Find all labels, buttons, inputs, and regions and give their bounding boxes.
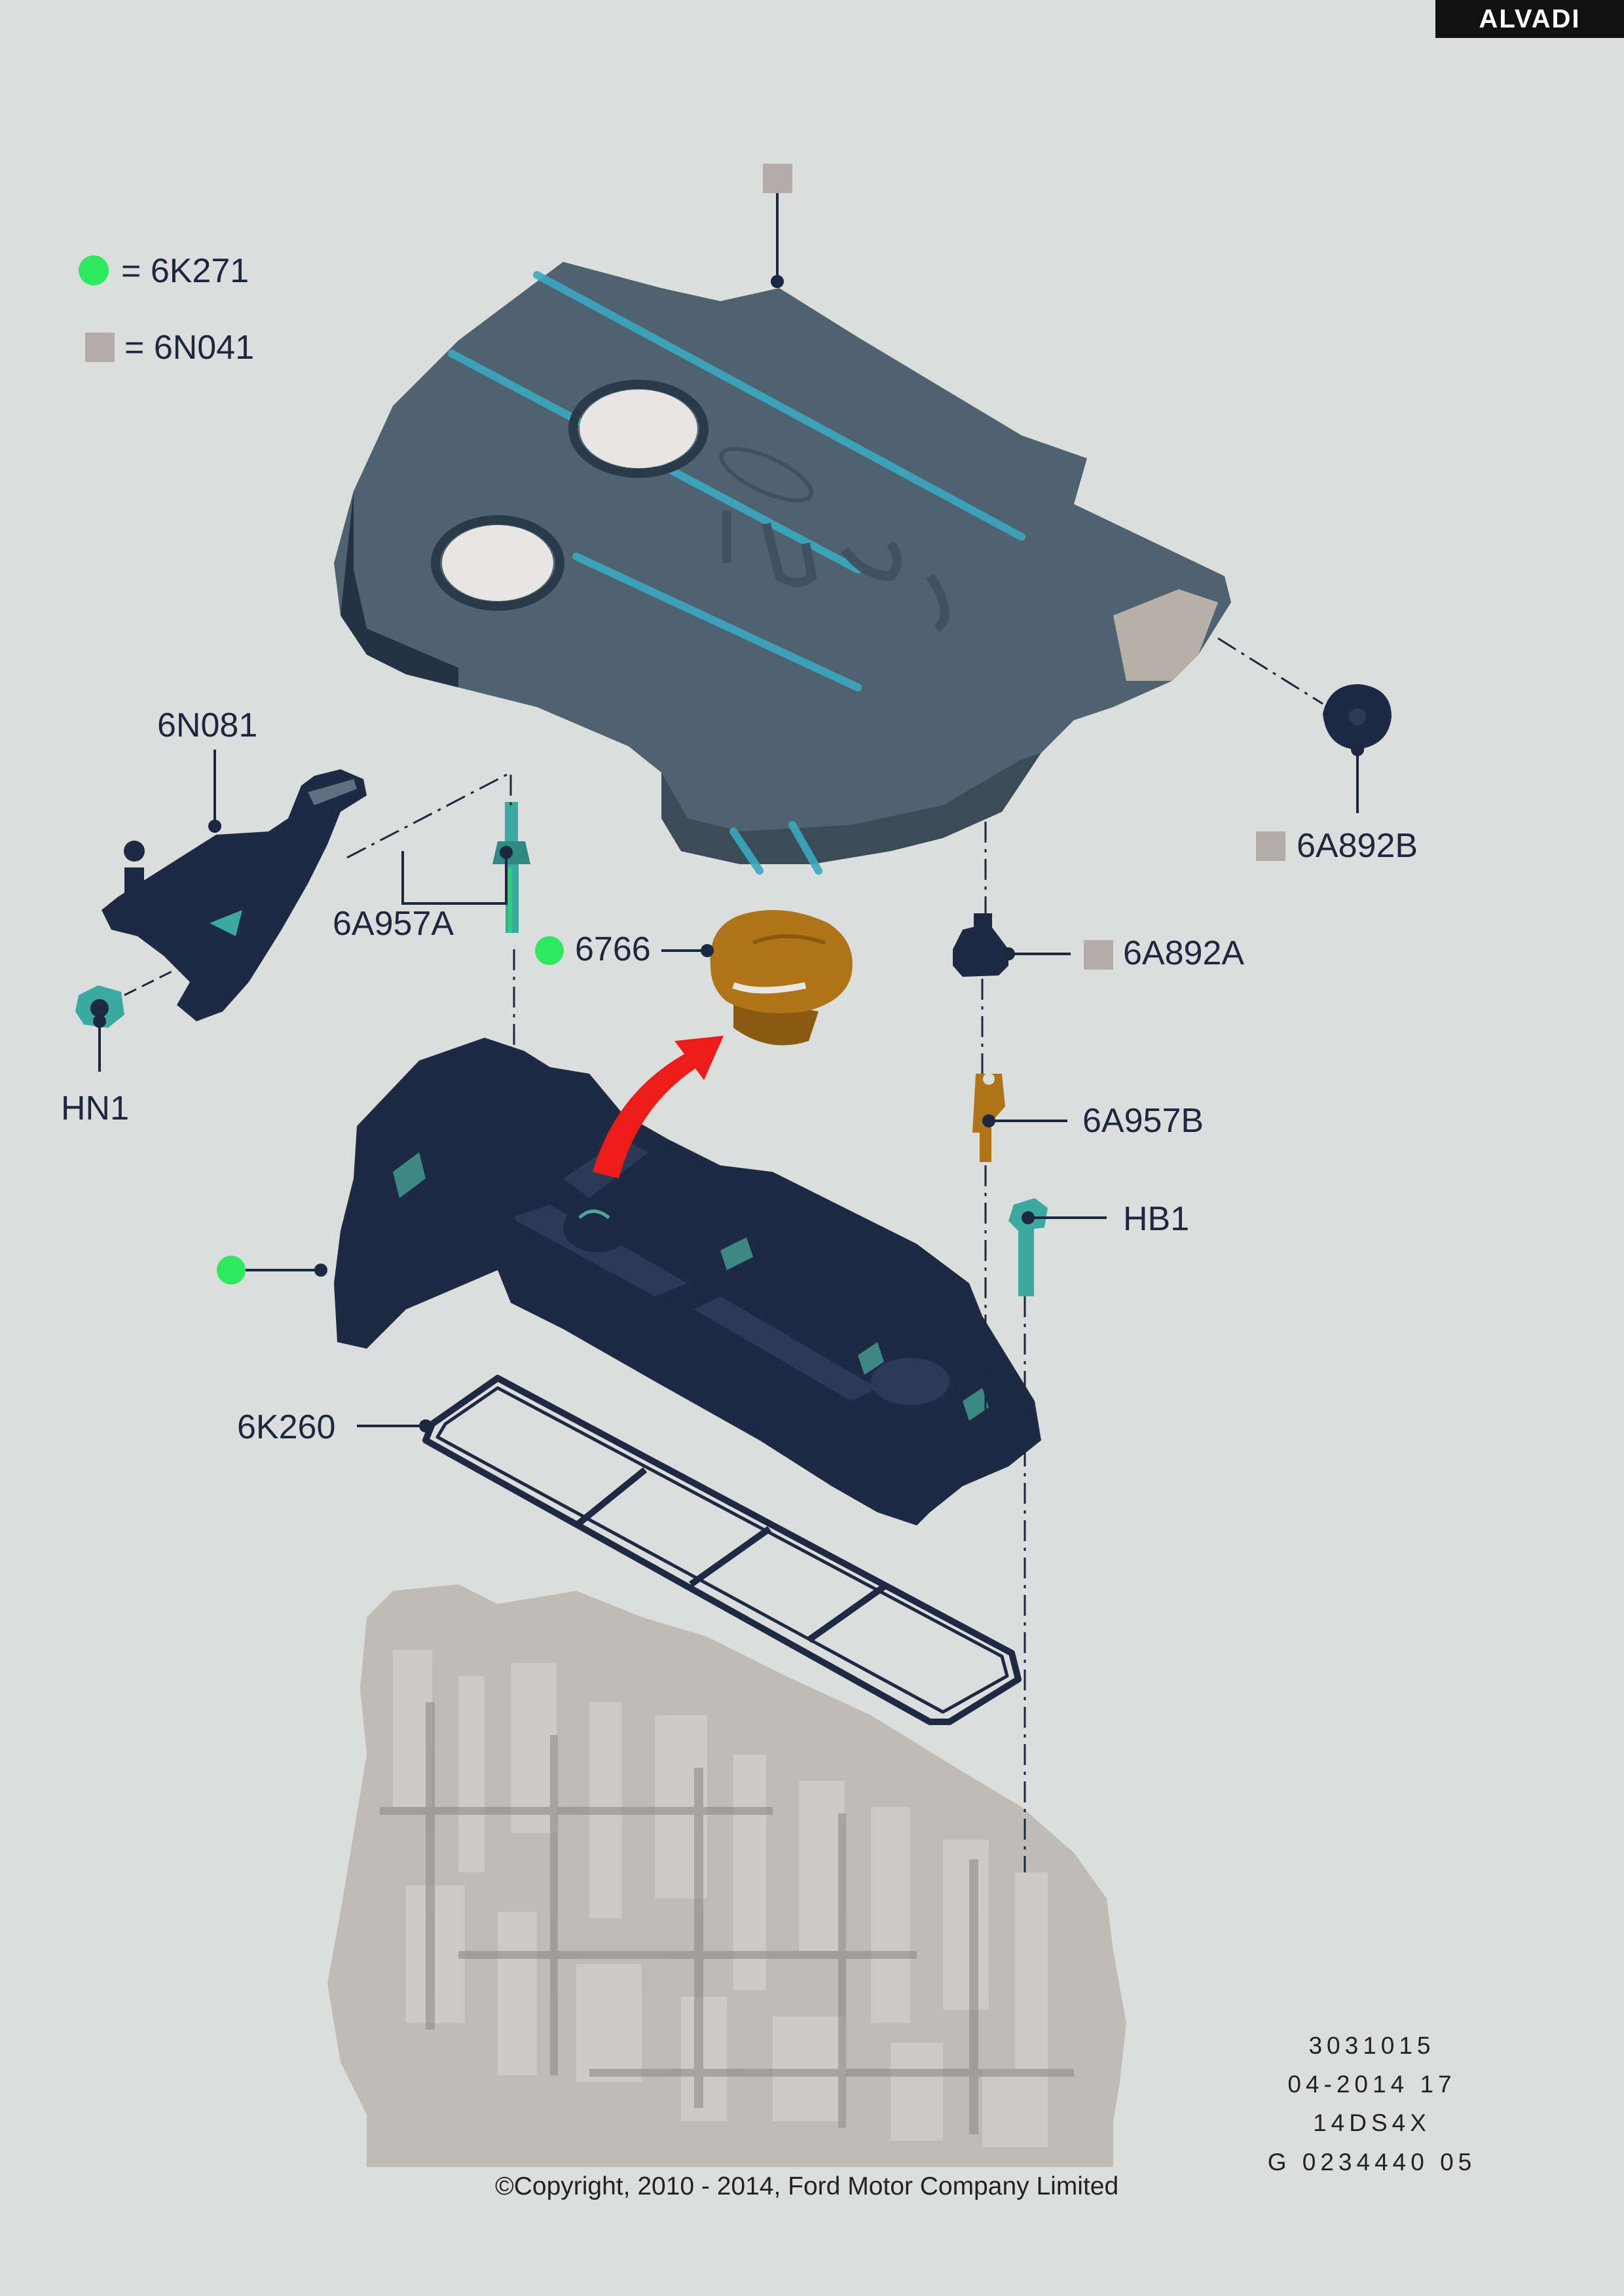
reference-line-4: G 0234440 05 — [1267, 2149, 1477, 2176]
legend-green-code: 6K271 — [150, 252, 249, 290]
legend-gray-code: 6N041 — [153, 329, 255, 367]
part-label-6k260: 6K260 — [237, 1408, 336, 1446]
part-label-6a957a: 6A957A — [333, 905, 454, 943]
part-label-6a892b: 6A892B — [1297, 827, 1418, 865]
gasket-6k260 — [422, 1375, 1022, 1725]
legend-green-swatch — [79, 255, 109, 285]
stud-6a957b — [972, 1073, 1005, 1162]
stud-6a957a — [492, 802, 530, 933]
part-label-6a892a: 6A892A — [1123, 934, 1245, 972]
reference-line-3: 14DS4X — [1313, 2109, 1431, 2136]
oil-filler-cap-6766 — [710, 910, 853, 1046]
cam-cover — [334, 1038, 1041, 1525]
copyright-notice: ©Copyright, 2010 - 2014, Ford Motor Comp… — [495, 2172, 1119, 2200]
legend-green-eq: = — [121, 252, 141, 290]
bracket-6n081 — [101, 769, 367, 1021]
assembly-lines — [98, 175, 1359, 1872]
legend-gray: = 6N041 — [124, 331, 254, 365]
brand-badge: ALVADI — [1435, 0, 1624, 38]
reference-line-1: 3031015 — [1308, 2032, 1435, 2059]
engine-block-ghost — [327, 1584, 1126, 2167]
leader-dots — [93, 275, 1364, 1432]
marker-green-cam-cover — [217, 1256, 246, 1285]
marker-gray-6a892a — [1084, 940, 1113, 970]
marker-green-6766 — [535, 936, 564, 965]
legend-green: = 6K271 — [121, 254, 249, 288]
nut-hn1 — [75, 985, 124, 1028]
marker-gray-top — [763, 164, 792, 193]
part-label-hn1: HN1 — [61, 1089, 130, 1127]
engine-top-cover — [334, 262, 1231, 875]
part-label-6a957b: 6A957B — [1082, 1102, 1204, 1140]
marker-gray-6a892b — [1256, 831, 1285, 861]
part-label-6766: 6766 — [575, 930, 651, 968]
grommet-6a892a — [953, 913, 1008, 977]
grommet-6a892b — [1323, 684, 1392, 750]
reference-line-2: 04-2014 17 — [1287, 2071, 1456, 2098]
fit-arrow — [593, 1036, 724, 1178]
part-label-6n081: 6N081 — [157, 706, 258, 744]
legend-gray-swatch — [85, 333, 115, 362]
legend-gray-eq: = — [124, 329, 145, 367]
part-label-hb1: HB1 — [1123, 1200, 1190, 1238]
